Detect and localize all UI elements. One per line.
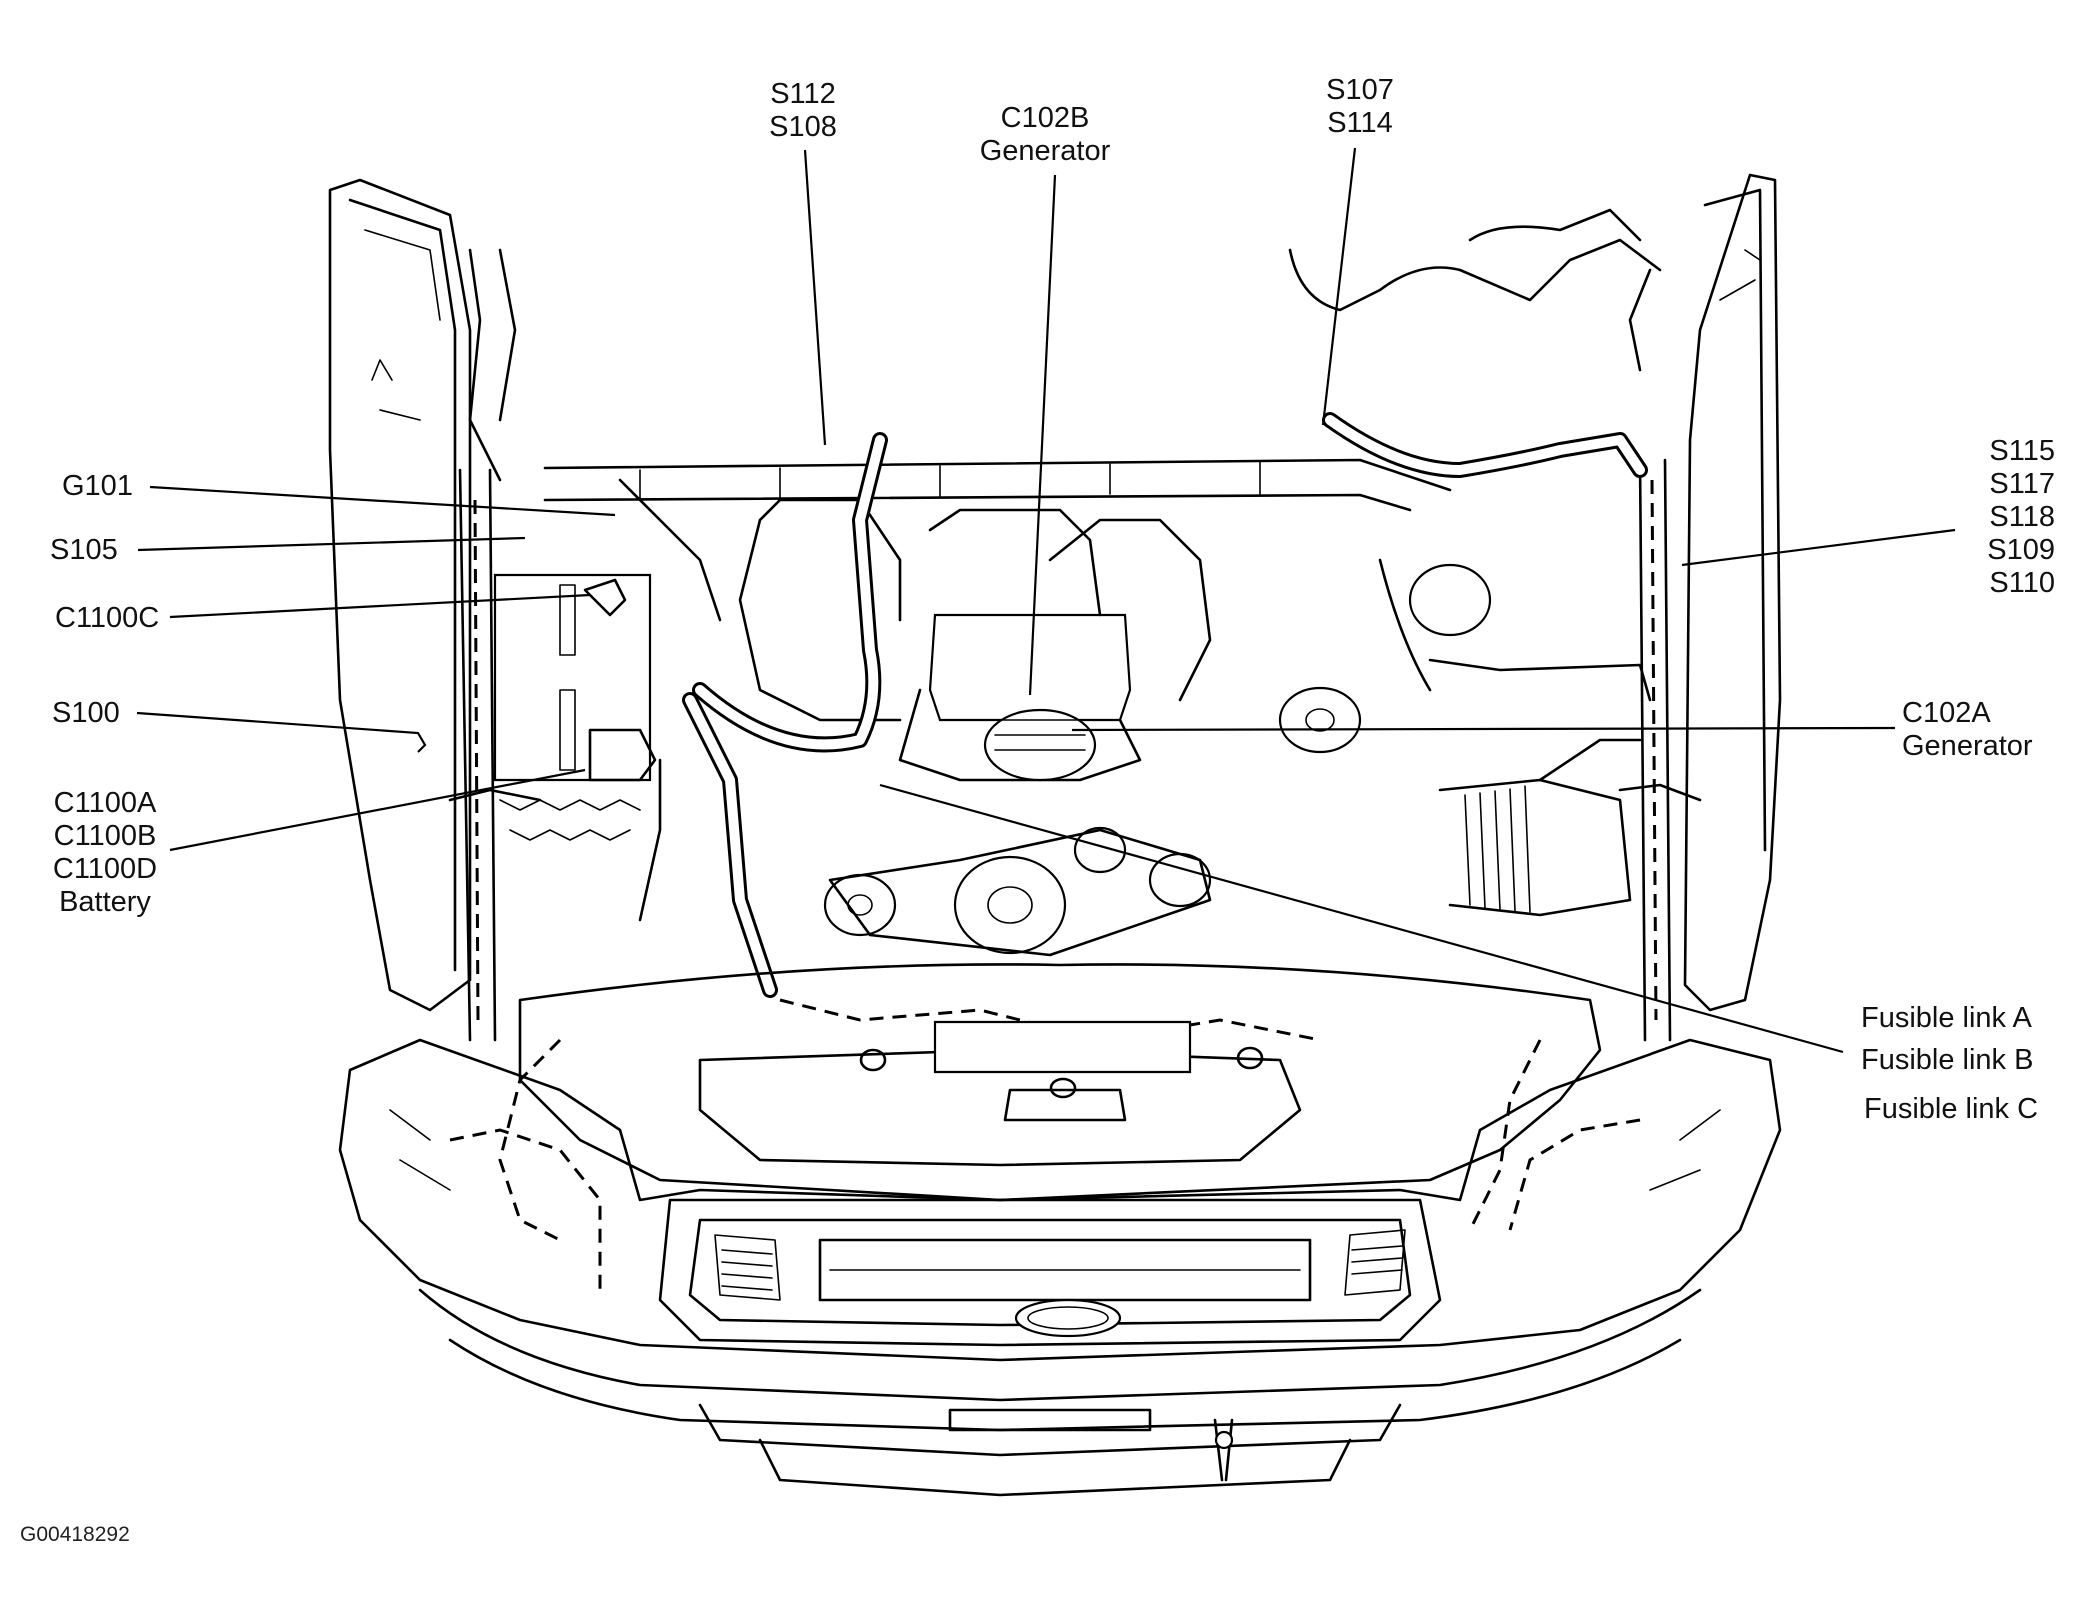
callout-line: S115 (1989, 435, 2055, 467)
leader-s107 (1321, 147, 1357, 426)
callout-line: Generator (979, 135, 1111, 167)
leader-c102a (1071, 726, 1896, 732)
callout-c102b-generator: C102B Generator (960, 102, 1130, 168)
callout-line: Fusible link A (1861, 1002, 2032, 1034)
callout-line: Battery (59, 886, 151, 918)
callout-line: Generator (1902, 730, 2033, 762)
accessory-drive (823, 563, 1492, 957)
callout-fusible-link-c: Fusible link C (1864, 1093, 2038, 1126)
callout-line: C1100A (53, 787, 157, 819)
crossmember (543, 458, 1452, 512)
right-fender (1683, 173, 1782, 1012)
engine-block (738, 498, 1212, 782)
callout-line: S117 (1989, 468, 2055, 500)
callout-line: C102B (1000, 102, 1090, 134)
callout-line: Fusible link B (1861, 1044, 2034, 1076)
figure-id: G00418292 (20, 1523, 130, 1546)
leader-s105 (137, 536, 526, 552)
callout-line: C102A (1902, 697, 1991, 729)
callout-line: S105 (50, 534, 118, 566)
callout-g101: G101 (62, 470, 133, 503)
callout-line: C1100C (55, 602, 160, 634)
wiring-harness (468, 208, 1662, 1242)
callout-s100: S100 (52, 697, 120, 730)
callout-line: G101 (62, 470, 133, 502)
callout-line: S118 (1989, 501, 2055, 533)
callout-line: S108 (769, 111, 837, 143)
radiator-support (448, 458, 1702, 1042)
leader-s112 (803, 149, 827, 446)
front-end (338, 963, 1782, 1497)
callout-s112-s108: S112 S108 (753, 78, 853, 144)
callout-c1100c: C1100C (55, 602, 159, 635)
callout-c102a-generator: C102A Generator (1902, 697, 2033, 763)
leader-s115 (1681, 528, 1956, 567)
callout-fusible-link-b: Fusible link B (1861, 1044, 2033, 1077)
leader-s100 (136, 711, 427, 753)
left-fender (328, 178, 472, 1012)
battery (493, 573, 657, 841)
leader-g101 (149, 485, 616, 517)
callout-line: Fusible link C (1864, 1093, 2039, 1125)
leader-c102b (1028, 174, 1057, 696)
callout-leaders (136, 147, 1956, 1054)
leader-c1100c (169, 593, 591, 619)
callout-fusible-link-a: Fusible link A (1861, 1002, 2032, 1035)
callout-line: C1100B (53, 820, 157, 852)
callout-line: S112 (770, 78, 836, 110)
callout-line: S114 (1327, 107, 1393, 139)
leader-c1100 (169, 768, 586, 852)
callout-line: C1100D (52, 853, 158, 885)
callout-line: S107 (1326, 74, 1394, 106)
leader-fusible (879, 783, 1844, 1054)
callout-line: S100 (52, 697, 120, 729)
callout-s115-group: S115 S117 S118 S109 S110 (1940, 435, 2055, 600)
callout-s105: S105 (50, 534, 118, 567)
air-intake-duct (1438, 738, 1642, 917)
callout-s107-s114: S107 S114 (1310, 74, 1410, 140)
callout-c1100-battery: C1100A C1100B C1100D Battery (30, 787, 180, 919)
callout-line: S109 (1987, 534, 2055, 566)
callout-line: S110 (1989, 567, 2055, 599)
